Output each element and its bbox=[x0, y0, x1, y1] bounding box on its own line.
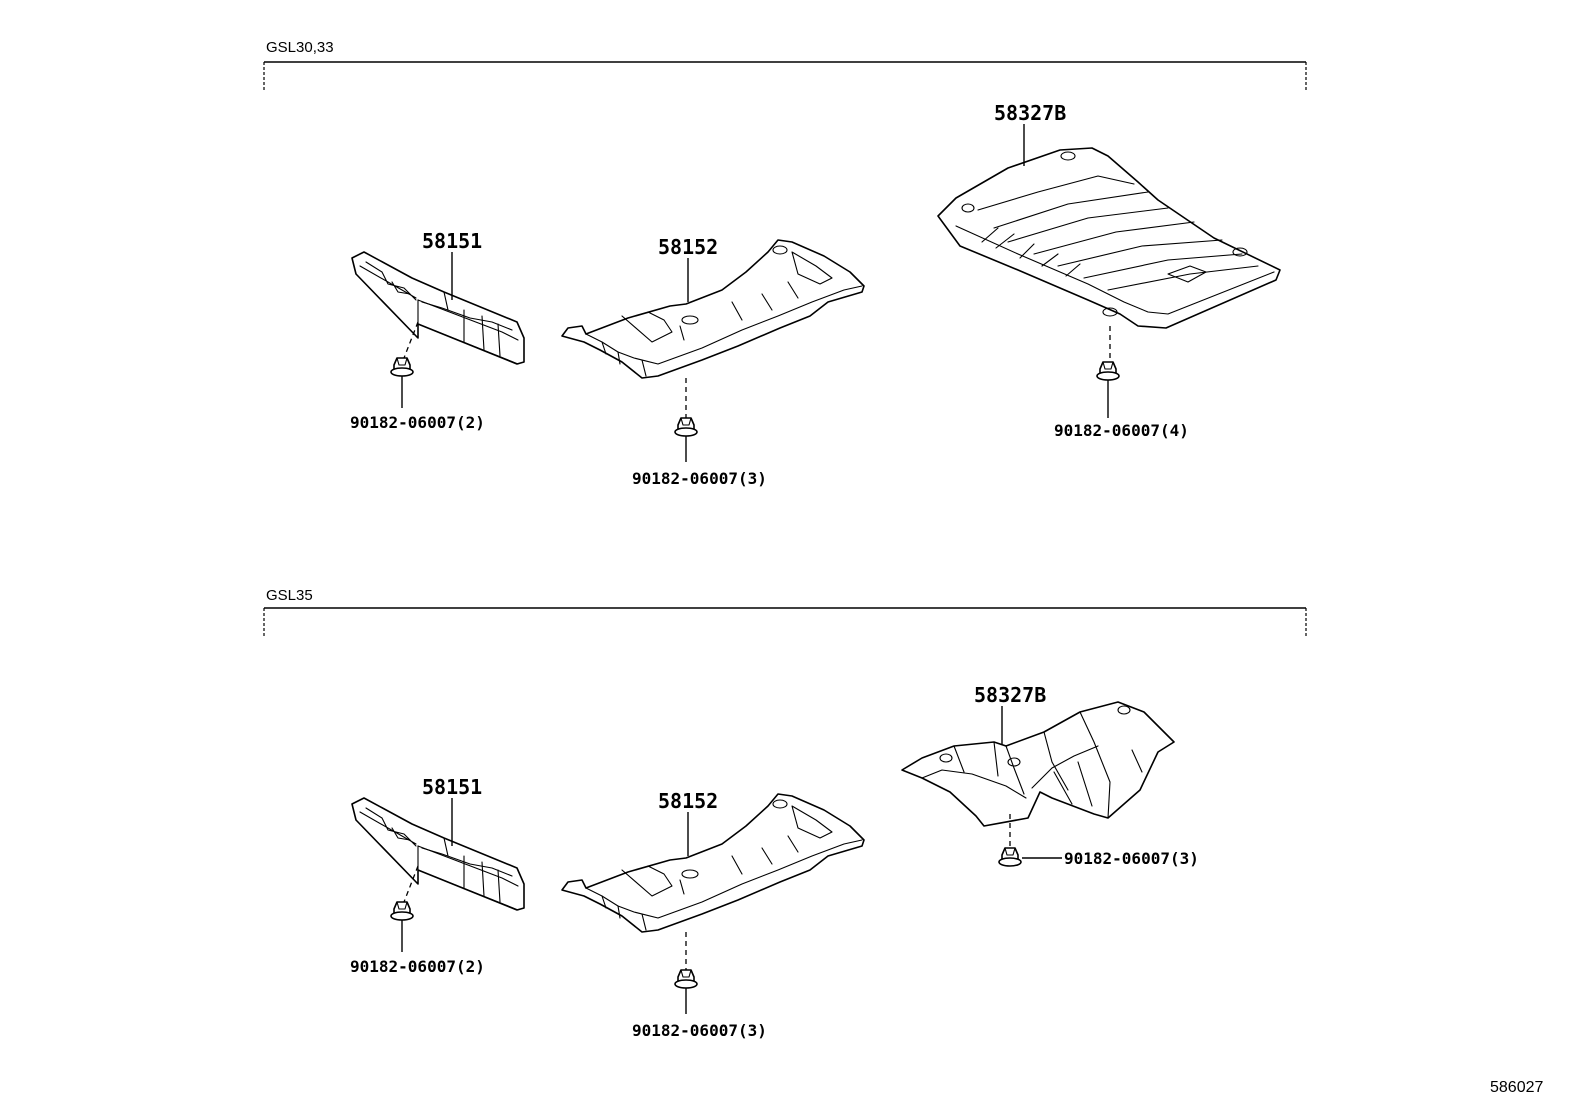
heat-insulator-58152 bbox=[561, 793, 865, 933]
diagram-reference-code: 586027 bbox=[1490, 1079, 1543, 1096]
part-number-label: 58151 bbox=[422, 775, 482, 799]
fastener-label: 90182-06007(3) bbox=[1064, 849, 1199, 868]
group-gsl35: GSL35 58151 90182-06007(2) 58152 90182-0… bbox=[263, 587, 1307, 1040]
heat-insulator-58327b bbox=[937, 147, 1281, 329]
part-number-label: 58327B bbox=[974, 683, 1046, 707]
flange-nut-icon bbox=[390, 357, 414, 377]
heat-insulator-58327b bbox=[901, 701, 1175, 827]
part-number-label: 58151 bbox=[422, 229, 482, 253]
fastener-label: 90182-06007(4) bbox=[1054, 421, 1189, 440]
heat-insulator-58151 bbox=[351, 797, 525, 911]
fastener-label: 90182-06007(3) bbox=[632, 469, 767, 488]
group-gsl30-33: GSL30,33 58151 90182-06007(2) 58152 9018… bbox=[263, 39, 1307, 488]
heat-insulator-58152 bbox=[561, 239, 865, 379]
flange-nut-icon bbox=[998, 847, 1022, 867]
flange-nut-icon bbox=[390, 901, 414, 921]
heat-insulator-58151 bbox=[351, 251, 525, 365]
flange-nut-icon bbox=[674, 969, 698, 989]
part-number-label: 58152 bbox=[658, 235, 718, 259]
group-label: GSL30,33 bbox=[266, 39, 334, 56]
fastener-label: 90182-06007(2) bbox=[350, 957, 485, 976]
flange-nut-icon bbox=[674, 417, 698, 437]
group-label: GSL35 bbox=[266, 587, 313, 604]
fastener-label: 90182-06007(3) bbox=[632, 1021, 767, 1040]
part-number-label: 58152 bbox=[658, 789, 718, 813]
flange-nut-icon bbox=[1096, 361, 1120, 381]
part-number-label: 58327B bbox=[994, 101, 1066, 125]
fastener-label: 90182-06007(2) bbox=[350, 413, 485, 432]
